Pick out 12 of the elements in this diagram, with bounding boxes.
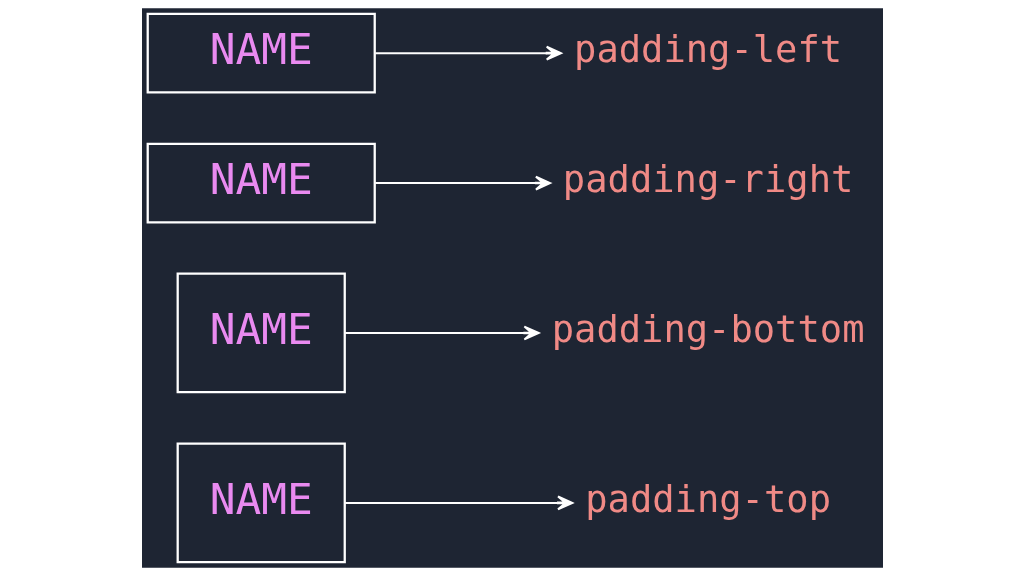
node-box: NAME bbox=[146, 12, 376, 94]
node-box: NAME bbox=[176, 442, 346, 564]
node-text: padding-bottom bbox=[551, 307, 864, 351]
node-box: NAME bbox=[146, 142, 376, 224]
node-text: padding-left bbox=[573, 28, 842, 72]
arrow bbox=[373, 45, 562, 61]
node-text: padding-right bbox=[562, 158, 853, 202]
arrow bbox=[343, 495, 573, 511]
arrow bbox=[343, 325, 540, 341]
node-text: padding-top bbox=[584, 477, 831, 521]
node-box: NAME bbox=[176, 272, 346, 394]
arrow bbox=[373, 175, 551, 191]
